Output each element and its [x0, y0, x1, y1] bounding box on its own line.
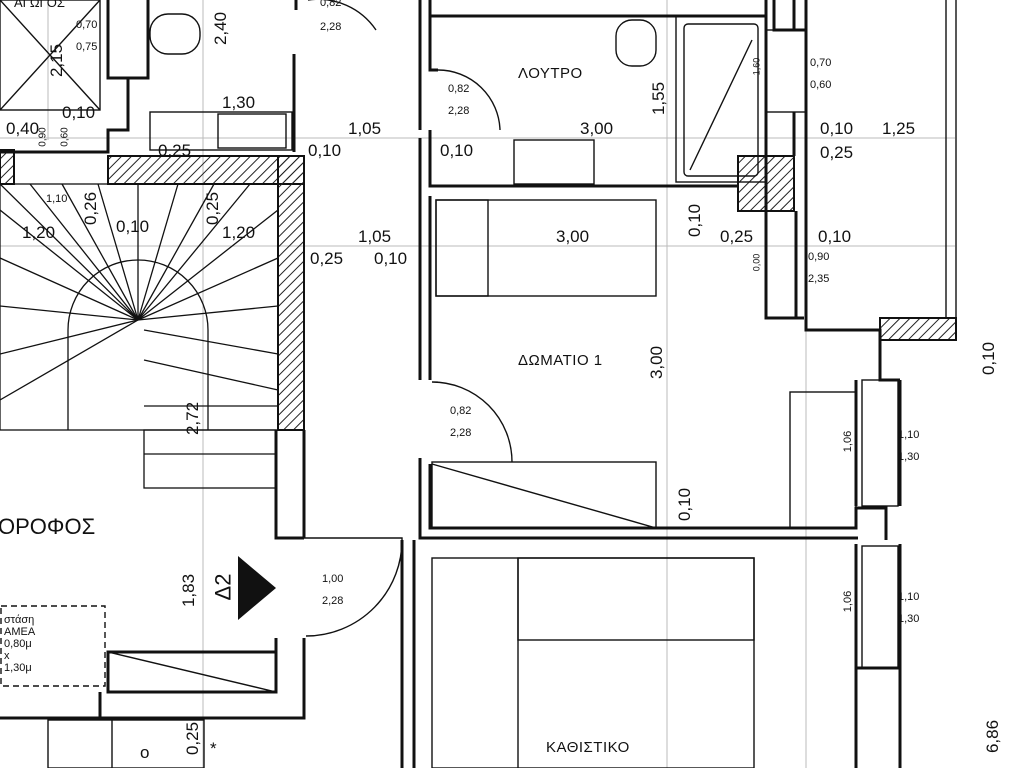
room-label-bath: ΛΟΥΤΡΟ: [518, 65, 583, 82]
dim-1-83: 1,83: [179, 573, 199, 608]
dim-1-55: 1,55: [649, 81, 669, 116]
dim-0-26: 0,26: [81, 191, 101, 226]
window-living-c: 1,06: [842, 590, 855, 613]
door-swings: [304, 0, 513, 637]
dim-2-40: 2,40: [211, 11, 231, 46]
dim-1-20-a: 1,20: [22, 223, 56, 242]
dim-3-00-c: 3,00: [647, 345, 667, 380]
dim-3-00-a: 3,00: [580, 119, 614, 138]
dim-0-10-d: 0,10: [820, 119, 854, 138]
dim-0-10-c: 0,10: [440, 141, 474, 160]
dim-0-25-e: 0,25: [310, 249, 344, 268]
staircase: [0, 183, 279, 489]
dim-0-10-j: 0,10: [675, 487, 695, 522]
dim-0-60: 0,60: [59, 127, 71, 147]
room-label-floor: ΟΡΟΦΟΣ: [0, 514, 96, 539]
thin-lines: [0, 0, 957, 768]
window-living-a: 1,10: [898, 591, 920, 603]
elevator-label: στάση ΑΜΕΑ 0,80μ x 1,30μ: [4, 614, 36, 675]
room-label-living: ΚΑΘΙΣΤΙΚΟ: [546, 739, 630, 756]
window-bath-a: 0,70: [810, 57, 832, 69]
door-room1-height: 2,28: [450, 427, 472, 439]
dim-0-25-c: 0,25: [203, 191, 223, 226]
dim-0-25-d: 0,25: [720, 227, 754, 246]
dim-1-30: 1,30: [222, 93, 256, 112]
dim-0-10-e: 0,10: [116, 217, 150, 236]
circle-mark: o: [140, 743, 150, 762]
dim-0-10-a: 0,10: [62, 103, 96, 122]
window-room1-top-b: 2,35: [808, 273, 830, 285]
window-bath-b: 0,60: [810, 79, 832, 91]
dim-0-10-i: 0,10: [979, 341, 999, 376]
window-shaft-a: 0,70: [76, 19, 98, 31]
door-room1-width: 0,82: [450, 405, 472, 417]
window-room1-top-a: 0,90: [808, 251, 830, 263]
room-label-room1: ΔΩΜΑΤΙΟ 1: [518, 352, 603, 369]
section-arrow: [238, 556, 276, 620]
dim-2-72: 2,72: [183, 401, 203, 436]
room-label-shaft: ΑΓΩΓΟΣ: [14, 0, 65, 10]
window-room1-b: 1,30: [898, 451, 920, 463]
dim-0-25-f: 0,25: [183, 721, 203, 756]
dim-2-15: 2,15: [47, 43, 67, 78]
dim-0-10-b: 0,10: [308, 141, 342, 160]
star-mark: *: [210, 739, 217, 758]
window-room1-c: 1,06: [842, 430, 855, 453]
window-room1-top-c: 0,00: [751, 253, 762, 272]
dim-1-05-b: 1,05: [358, 227, 392, 246]
door-top-width: 0,82: [320, 0, 342, 9]
dim-1-20-b: 1,20: [222, 223, 256, 242]
door-top-height: 2,28: [320, 21, 342, 33]
dim-1-25: 1,25: [882, 119, 916, 138]
door-entry-width: 1,00: [322, 573, 344, 585]
window-bath-c: 1,60: [751, 57, 762, 76]
dim-0-10-g: 0,10: [818, 227, 852, 246]
dim-0-40: 0,40: [6, 119, 40, 138]
hatched-walls: [0, 149, 957, 431]
door-entry-height: 2,28: [322, 595, 344, 607]
section-mark: Δ2: [210, 573, 236, 601]
window-living-b: 1,30: [898, 613, 920, 625]
window-shaft-b: 0,75: [76, 41, 98, 53]
dim-6-86: 6,86: [983, 719, 1003, 754]
door-bath-height: 2,28: [448, 105, 470, 117]
dim-0-25-b: 0,25: [820, 143, 854, 162]
window-room1-a: 1,10: [898, 429, 920, 441]
dim-0-90: 0,90: [37, 127, 49, 147]
dim-0-10-h: 0,10: [374, 249, 408, 268]
dim-3-00-b: 3,00: [556, 227, 590, 246]
dim-1-10: 1,10: [46, 193, 68, 205]
dim-1-05-a: 1,05: [348, 119, 382, 138]
dim-0-10-f: 0,10: [685, 203, 705, 238]
dim-0-25-a: 0,25: [158, 141, 192, 160]
door-bath-width: 0,82: [448, 83, 470, 95]
